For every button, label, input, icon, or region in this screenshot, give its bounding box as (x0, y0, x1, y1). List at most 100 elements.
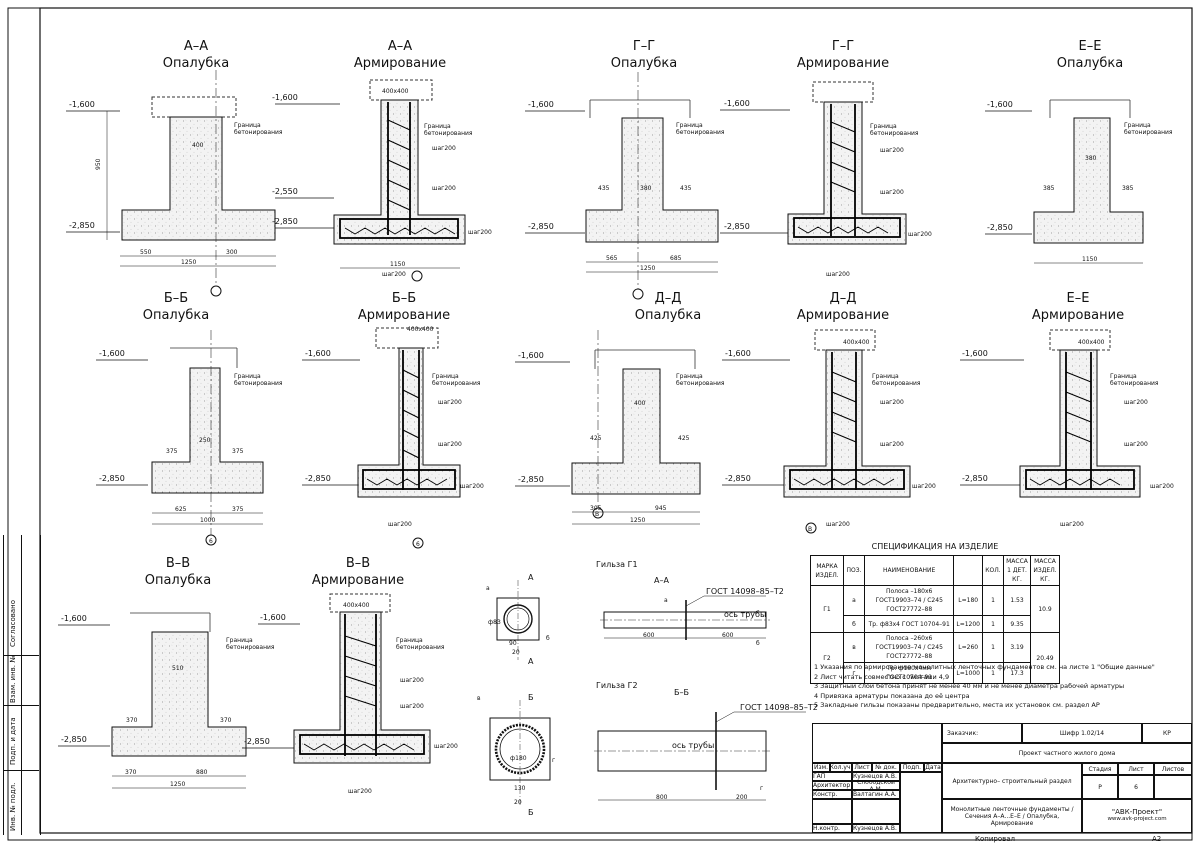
strip-agreed: Согласовано (9, 599, 17, 647)
dim-vv-0: 370 (126, 717, 138, 724)
boundary-label2-bb-rebar: бетонирования (432, 380, 481, 387)
spec-cell-mass: 17.3 (1003, 662, 1031, 684)
note-4: 4 Привязка арматуры показана до её центр… (814, 691, 970, 700)
sleeve-g1-section: Гильза Г1 А–А ГОСТ 14098–85–Т2 ось трубы… (596, 560, 784, 647)
heading-ee-formwork: Е–Е (1079, 39, 1102, 54)
note-3: 3 Защитный слой бетона принят не менее 4… (814, 682, 1125, 690)
stamp-company: "АВК-Проект" (1111, 808, 1163, 816)
spec-cell-len: L=260 (953, 632, 983, 663)
stamp-section: Архитектурно– строительный раздел (942, 763, 1082, 799)
pitch-bb-1: шаг200 (438, 399, 462, 406)
stamp-col-list: Лист (852, 763, 872, 772)
table-row: Г1 а Полоса –180х6 ГОСТ19903–74 / С245 Г… (810, 585, 1060, 633)
dim-1150-ee: 1150 (1082, 256, 1097, 263)
dim-aa-2: 1250 (181, 259, 196, 266)
stamp-sheet: 6 (1118, 775, 1154, 799)
spec-cell-mark: Г2 (810, 632, 844, 684)
specification-table: СПЕЦИФИКАЦИЯ НА ИЗДЕЛИЕ МАРКА ИЗДЕЛ. ПОЗ… (810, 542, 1060, 684)
heading-ee-rebar: Е–Е (1067, 291, 1090, 306)
dim-1250-gg: 1250 (640, 265, 655, 272)
spec-cell-mass: 3.19 (1003, 632, 1031, 663)
dim-gg-4: 685 (670, 255, 682, 262)
dim-bb-1: 250 (199, 437, 211, 444)
stamp-sheets (1154, 775, 1192, 799)
section-vv-formwork: -1,600 -2,850 370 510 370 370 880 1250 Г… (58, 612, 275, 789)
section-ee-rebar: 400х400 -1,600 -2,850 Граница бетонирова… (960, 329, 1174, 528)
dim-ee-1: 380 (1085, 155, 1097, 162)
boundary-label-aa-rebar: Граница (424, 123, 451, 130)
stamp-sheet-header: Лист (1118, 763, 1154, 775)
boundary-label-ee-rebar: Граница (1110, 373, 1137, 380)
note-1: 1 Указания по армированию монолитных лен… (814, 663, 1155, 671)
dim-gg-0: 435 (598, 185, 610, 192)
dim-dd-4: 945 (655, 505, 667, 512)
sleeve-g2-gost: ГОСТ 14098–85–Т2 (740, 703, 818, 712)
boundary-label2-bb: бетонирования (234, 380, 283, 387)
spec-cell-len: L=180 (953, 585, 983, 616)
dim-bb-3: 625 (175, 506, 187, 513)
dim-dd-0: 425 (590, 435, 602, 442)
pitch-gg-2: шаг200 (880, 189, 904, 196)
dim-aa-0: 550 (140, 249, 152, 256)
spec-cell-total: 20.49 (1030, 632, 1060, 684)
table-row: г Тр. ф180х4мм ГОСТ10704–91 L=1000 1 17.… (811, 662, 1060, 684)
pitch-gg-3: шаг200 (908, 231, 932, 238)
dim-1150-aa: 1150 (390, 261, 405, 268)
stamp-copied: Копировал (975, 835, 1015, 843)
pitch-aa-4: шаг200 (468, 229, 492, 236)
boundary-label2-vv-rebar: бетонирования (396, 644, 445, 651)
boundary-label-gg-rebar: Граница (870, 123, 897, 130)
boundary-label-vv: Граница (226, 637, 253, 644)
spec-cell-name: Полоса –260х6 ГОСТ19903–74 / С245 ГОСТ27… (863, 632, 955, 663)
sleeve-g1-mark-b: б (756, 640, 760, 647)
heading-gg-rebar: Г–Г (832, 39, 854, 54)
sleeve-g1-mark-a2: а (664, 597, 668, 604)
stamp-col-doc: № док. (872, 763, 900, 772)
level-bottom-dd-rebar: -2,850 (725, 474, 751, 483)
pitch-ee-1: шаг200 (1124, 399, 1148, 406)
stamp-empty-row (812, 799, 852, 824)
approval-strip: Согласовано Взам. инв. № Подп. и дата Ин… (3, 535, 41, 835)
stamp-signatures (900, 772, 942, 833)
level-bottom-aa: -2,850 (69, 221, 95, 230)
dim-950-aa: 950 (95, 158, 102, 170)
level-top-ee-rebar: -1,600 (962, 349, 988, 358)
spec-cell-qty: 1 (982, 632, 1004, 663)
pitch-vv-3: шаг200 (434, 743, 458, 750)
dim-gg-3: 565 (606, 255, 618, 262)
stamp-customer-label: Заказчик: (942, 723, 1022, 743)
dim-gg-2: 435 (680, 185, 692, 192)
level-bottom-ee-rebar: -2,850 (962, 474, 988, 483)
pitch-aa-3: шаг200 (432, 185, 456, 192)
level-mid-aa-rebar: -2,550 (272, 187, 298, 196)
level-top-dd: -1,600 (518, 351, 544, 360)
section-gg-formwork: -1,600 -2,850 435 380 435 565 685 1250 Г… (525, 72, 725, 300)
boundary-label-dd: Граница (676, 373, 703, 380)
dim-dd-3: 305 (590, 505, 602, 512)
subheading-ee-rebar: Армирование (1032, 308, 1124, 323)
strip-hline (3, 655, 39, 656)
level-top-gg: -1,600 (528, 100, 554, 109)
pitch-dd-2: шаг200 (880, 441, 904, 448)
stamp-person: Слободской А.М. (852, 781, 900, 790)
boundary-label2-aa: бетонирования (234, 129, 283, 136)
section-vv-rebar: 400х400 -1,600 -2,850 Граница бетонирова… (242, 593, 458, 795)
level-bottom-ee: -2,850 (987, 223, 1013, 232)
stamp-company-box: "АВК-Проект" www.avk-project.com (1082, 799, 1192, 833)
title-block: Заказчик: Шифр 1.02/14 КР Проект частног… (812, 723, 1192, 833)
stamp-sheets-header: Листов (1154, 763, 1192, 775)
sleeve-g2-mark-v: в (477, 695, 481, 702)
boundary-label-ee: Граница (1124, 122, 1151, 129)
spec-header-qty: КОЛ. (982, 555, 1004, 586)
sleeve-g1-mark-a-bottom: А (528, 657, 534, 666)
heading-gg-formwork: Г–Г (633, 39, 655, 54)
pitch-aa-2: шаг200 (432, 145, 456, 152)
level-top-ee: -1,600 (987, 100, 1013, 109)
dim-vv-4: 880 (196, 769, 208, 776)
heading-aa-rebar: А–А (388, 39, 412, 54)
spec-header-pos: ПОЗ. (843, 555, 865, 586)
stamp-site: www.avk-project.com (1107, 816, 1167, 822)
strip-hline (3, 770, 39, 771)
stamp-stage: Р (1082, 775, 1118, 799)
sleeve-g2-s3: 20 (514, 799, 522, 806)
